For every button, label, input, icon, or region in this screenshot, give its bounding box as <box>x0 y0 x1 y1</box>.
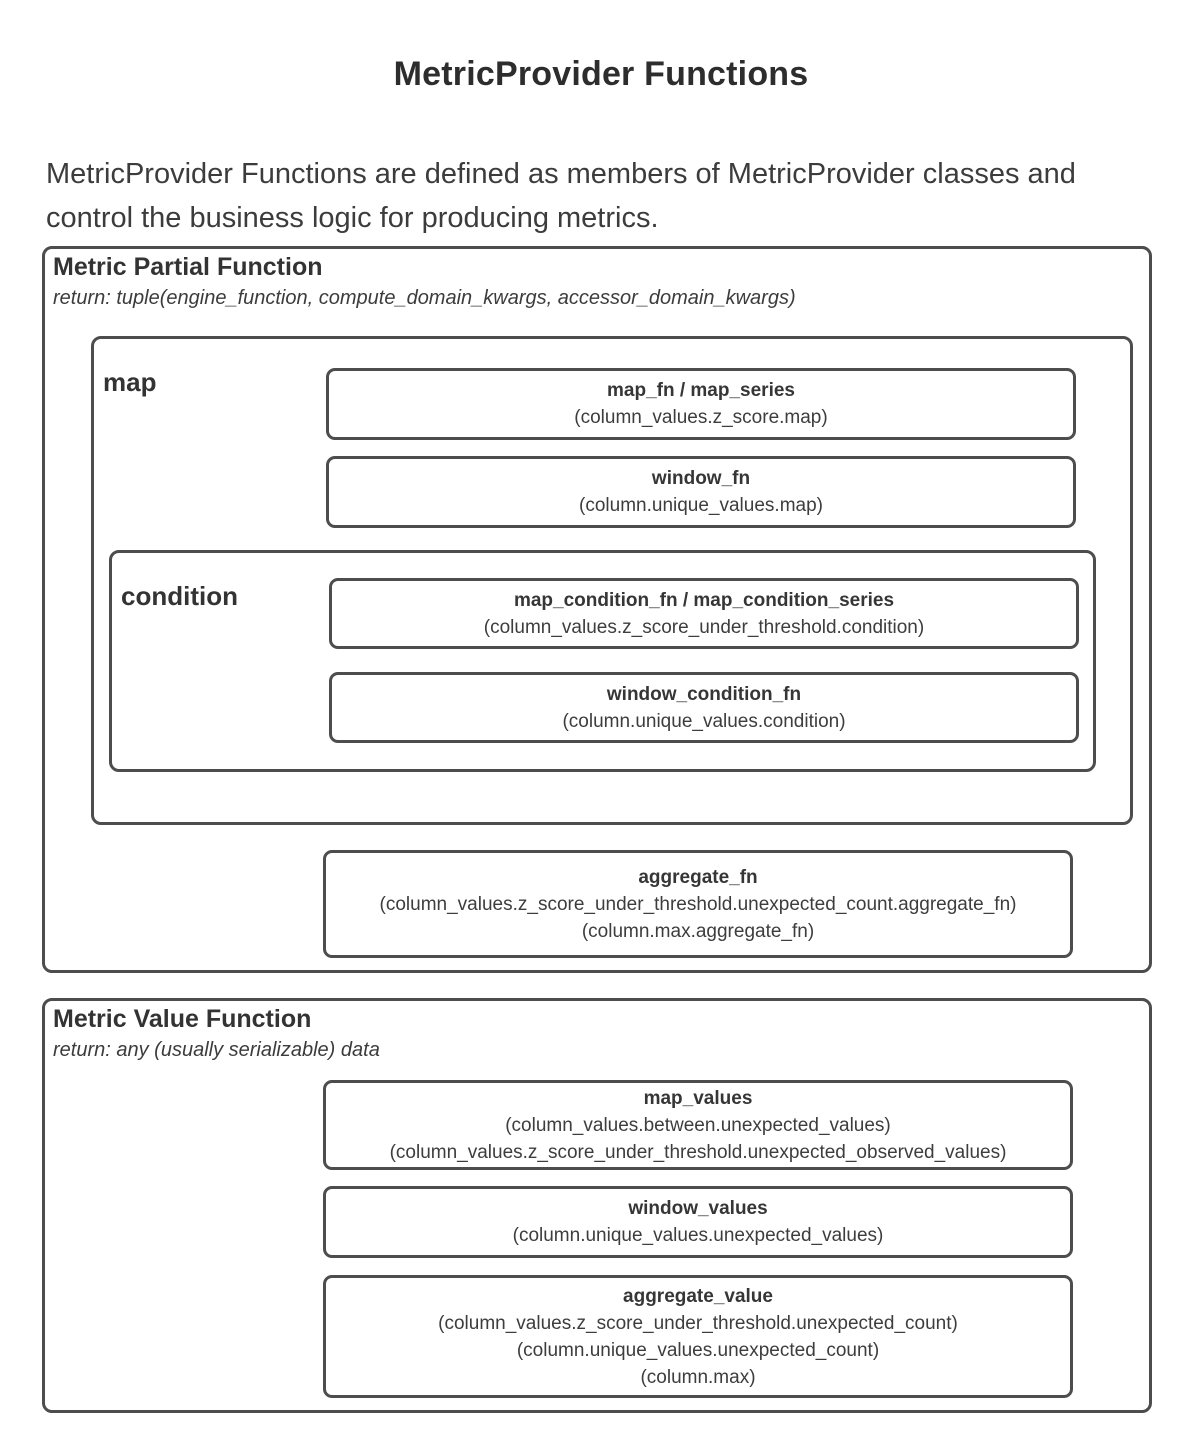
map-fn-example: (column_values.z_score.map) <box>574 407 828 428</box>
aggregate-fn-name: aggregate_fn <box>638 866 758 888</box>
map-values-example-1: (column_values.between.unexpected_values… <box>505 1114 891 1136</box>
window-fn-name: window_fn <box>651 468 751 489</box>
window-fn-box: window_fn (column.unique_values.map) <box>326 456 1076 528</box>
map-condition-fn-box: map_condition_fn / map_condition_series … <box>329 578 1079 649</box>
window-values-name: window_values <box>628 1198 768 1219</box>
metric-value-function-box: Metric Value Function return: any (usual… <box>42 998 1152 1413</box>
map-values-example-2: (column_values.z_score_under_threshold.u… <box>389 1141 1007 1163</box>
intro-paragraph: MetricProvider Functions are defined as … <box>46 158 1076 234</box>
map-fn-box: map_fn / map_series (column_values.z_sco… <box>326 368 1076 440</box>
map-group-label: map <box>103 367 157 397</box>
metric-partial-function-title: Metric Partial Function <box>53 253 323 281</box>
condition-group-box: condition map_condition_fn / map_conditi… <box>109 550 1096 772</box>
window-condition-fn-box: window_condition_fn (column.unique_value… <box>329 672 1079 743</box>
window-condition-fn-name: window_condition_fn <box>606 683 802 705</box>
aggregate-fn-box: aggregate_fn (column_values.z_score_unde… <box>323 850 1073 958</box>
map-fn-name: map_fn / map_series <box>607 380 795 401</box>
condition-group-label: condition <box>121 581 238 611</box>
metric-value-function-return-note: return: any (usually serializable) data <box>53 1039 380 1061</box>
map-condition-fn-example: (column_values.z_score_under_threshold.c… <box>483 616 925 638</box>
aggregate-value-example-3: (column.max) <box>640 1366 756 1388</box>
metric-partial-function-box: Metric Partial Function return: tuple(en… <box>42 246 1152 973</box>
window-values-example: (column.unique_values.unexpected_values) <box>512 1225 884 1246</box>
map-values-name: map_values <box>643 1087 753 1109</box>
window-condition-fn-example: (column.unique_values.condition) <box>562 710 846 732</box>
map-values-box: map_values (column_values.between.unexpe… <box>323 1080 1073 1170</box>
map-group-box: map map_fn / map_series (column_values.z… <box>91 336 1133 825</box>
window-fn-example: (column.unique_values.map) <box>579 495 823 516</box>
page-title: MetricProvider Functions <box>393 54 809 93</box>
aggregate-fn-example-1: (column_values.z_score_under_threshold.u… <box>379 893 1017 915</box>
aggregate-value-example-2: (column.unique_values.unexpected_count) <box>516 1339 880 1361</box>
aggregate-value-example-1: (column_values.z_score_under_threshold.u… <box>438 1312 958 1334</box>
aggregate-value-name: aggregate_value <box>623 1285 773 1307</box>
aggregate-value-box: aggregate_value (column_values.z_score_u… <box>323 1275 1073 1398</box>
window-values-box: window_values (column.unique_values.unex… <box>323 1186 1073 1258</box>
metric-partial-function-return-note: return: tuple(engine_function, compute_d… <box>53 287 796 309</box>
map-condition-fn-name: map_condition_fn / map_condition_series <box>513 589 895 611</box>
aggregate-fn-example-2: (column.max.aggregate_fn) <box>581 920 815 942</box>
metric-value-function-title: Metric Value Function <box>53 1005 312 1033</box>
